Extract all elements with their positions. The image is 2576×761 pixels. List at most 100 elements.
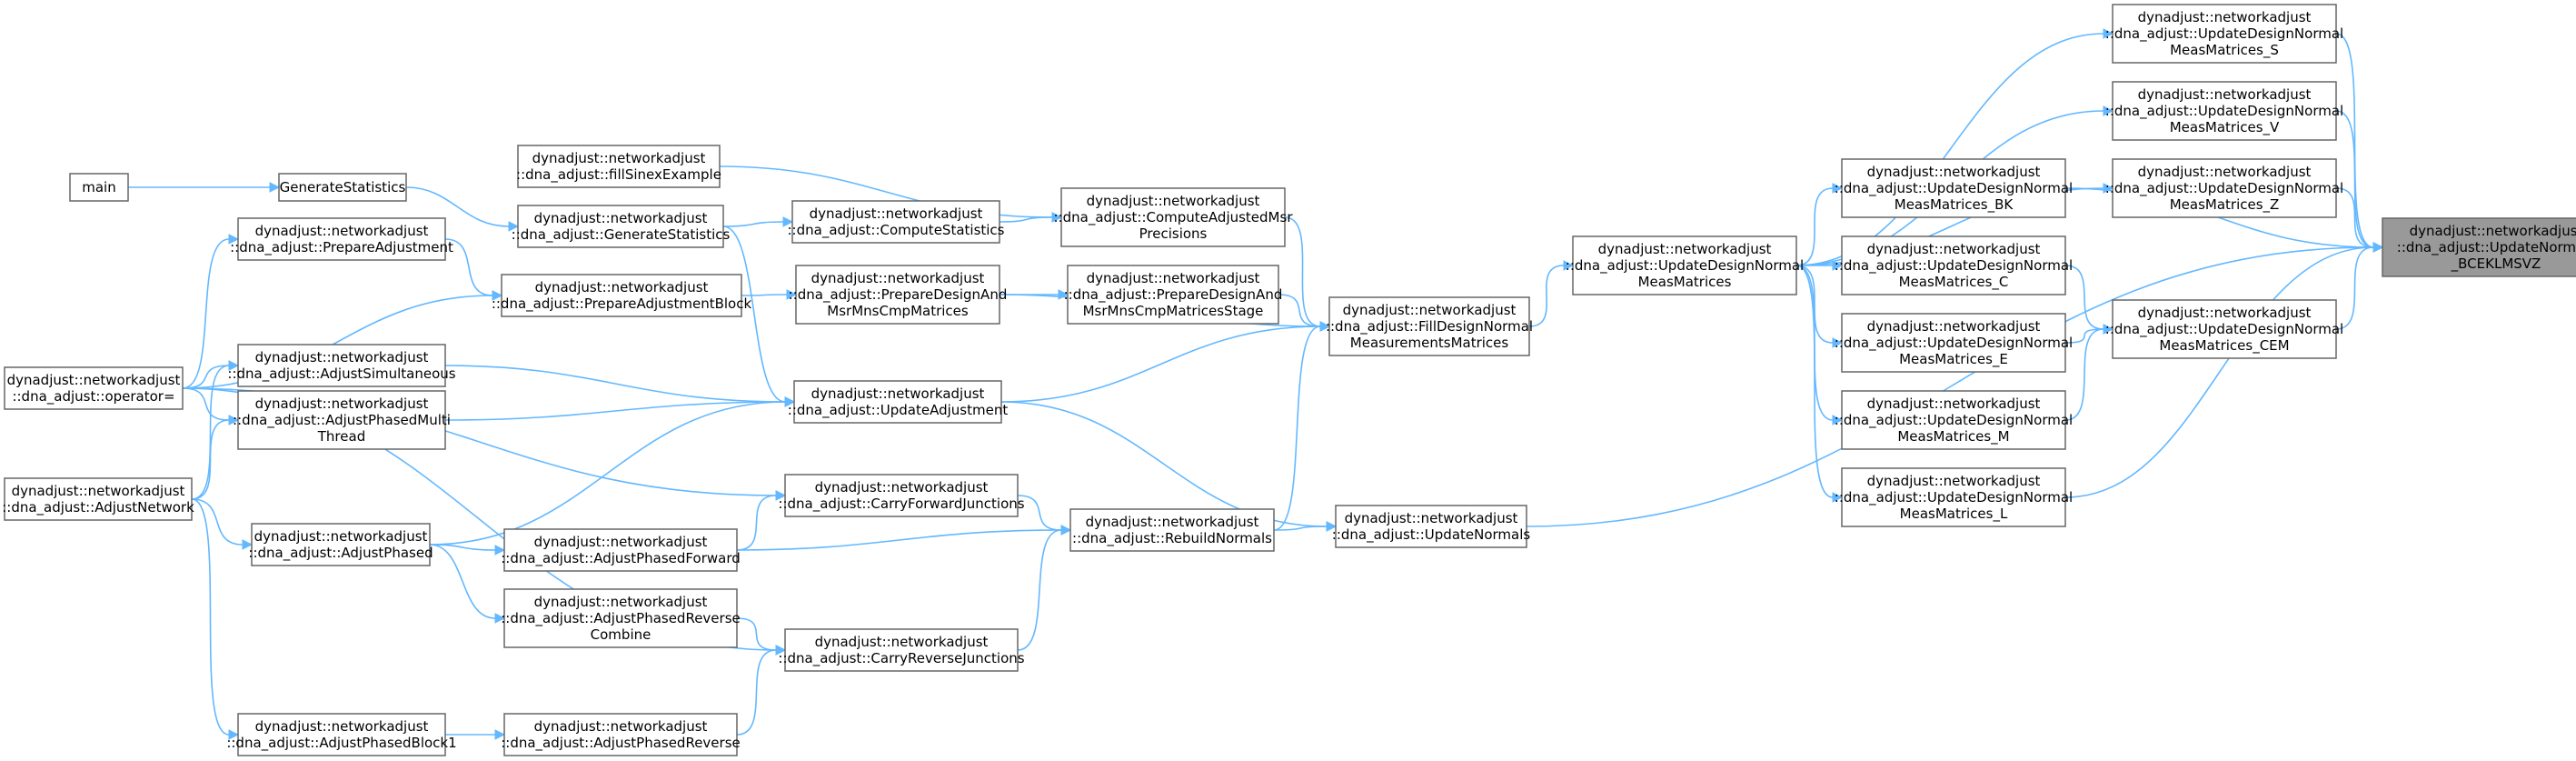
node-label-line: dynadjust::networkadjust	[534, 594, 708, 610]
edge-arrowhead	[2103, 105, 2114, 116]
edge-arrowhead	[1832, 415, 1844, 426]
graph-node-adj-network[interactable]: dynadjust::networkadjust::dna_adjust::Ad…	[2, 477, 194, 521]
graph-node-udn-e[interactable]: dynadjust::networkadjust::dna_adjust::Up…	[1835, 313, 2073, 373]
edge-line	[444, 238, 493, 296]
edge-arrowhead	[242, 539, 254, 550]
node-label-line: ::dna_adjust::AdjustNetwork	[2, 499, 194, 516]
edge-apb1-to-apr	[444, 729, 506, 740]
edge-arrowhead	[2103, 324, 2114, 335]
edge-adj-network-to-adj-sim	[191, 360, 240, 500]
graph-node-cfj[interactable]: dynadjust::networkadjust::dna_adjust::Ca…	[778, 474, 1025, 517]
edge-line	[1278, 294, 1321, 327]
edge-arrowhead	[228, 234, 240, 245]
edge-arrowhead	[1563, 260, 1575, 271]
graph-node-op-eq[interactable]: dynadjust::networkadjust::dna_adjust::op…	[4, 366, 184, 410]
edge-line	[182, 387, 230, 421]
edge-arrowhead	[782, 216, 794, 227]
node-box	[791, 200, 1000, 244]
graph-node-udn-c[interactable]: dynadjust::networkadjust::dna_adjust::Up…	[1835, 235, 2073, 295]
graph-node-fill-sinex[interactable]: dynadjust::networkadjust::dna_adjust::fi…	[516, 145, 721, 188]
node-box	[1069, 508, 1275, 552]
node-box	[2112, 299, 2337, 359]
node-label-line: _BCEKLMSVZ	[2451, 255, 2541, 273]
node-label-line: ::dna_adjust::PrepareAdjustmentBlock	[492, 295, 752, 313]
graph-node-apb1[interactable]: dynadjust::networkadjust::dna_adjust::Ad…	[226, 713, 457, 756]
node-label-line: ::dna_adjust::fillSinexExample	[516, 166, 721, 184]
node-label-line: ::dna_adjust::AdjustPhased	[248, 545, 433, 562]
graph-node-pd-mats[interactable]: dynadjust::networkadjust::dna_adjust::Pr…	[789, 265, 1008, 325]
node-label-line: dynadjust::networkadjust	[254, 528, 428, 545]
node-box	[4, 477, 193, 521]
graph-node-adj-sim[interactable]: dynadjust::networkadjust::dna_adjust::Ad…	[227, 344, 456, 387]
graph-node-rebuild[interactable]: dynadjust::networkadjust::dna_adjust::Re…	[1069, 508, 1275, 552]
node-box	[795, 265, 1000, 325]
node-label-line: ::dna_adjust::AdjustPhasedReverse	[501, 610, 741, 627]
graph-node-apmt[interactable]: dynadjust::networkadjust::dna_adjust::Ad…	[233, 390, 451, 450]
edge-update-adj-to-fill-dn	[1000, 321, 1331, 403]
graph-node-prep-adj[interactable]: dynadjust::networkadjust::dna_adjust::Pr…	[230, 217, 453, 261]
graph-node-udn-main[interactable]: dynadjust::networkadjust::dna_adjust::Up…	[1566, 235, 1804, 295]
node-box	[1841, 467, 2066, 527]
graph-node-udn-v[interactable]: dynadjust::networkadjust::dna_adjust::Up…	[2105, 81, 2343, 141]
node-label-line: dynadjust::networkadjust	[1867, 164, 2041, 180]
node-box	[1572, 235, 1797, 295]
graph-node-adj-phased[interactable]: dynadjust::networkadjust::dna_adjust::Ad…	[248, 523, 433, 566]
edge-gen-stats-ns-to-compute-stats	[722, 216, 794, 227]
node-label-line: dynadjust::networkadjust	[534, 534, 708, 550]
node-label-line: ::dna_adjust::AdjustPhasedReverse	[501, 735, 741, 752]
edge-pd-mats-to-pd-stage	[1000, 289, 1069, 300]
edge-line	[191, 498, 230, 736]
graph-node-gen-stats-ns[interactable]: dynadjust::networkadjust::dna_adjust::Ge…	[512, 205, 731, 248]
node-label-line: MeasurementsMatrices	[1350, 335, 1509, 351]
edge-adj-sim-to-update-adj	[444, 365, 796, 407]
node-label-line: ::dna_adjust::ComputeAdjustedMsr	[1054, 209, 1294, 226]
node-box	[2112, 158, 2337, 218]
edge-udn-main-to-udn-e	[1795, 265, 1844, 348]
graph-node-pd-stage[interactable]: dynadjust::networkadjust::dna_adjust::Pr…	[1064, 265, 1283, 325]
edge-arrowhead	[2103, 183, 2114, 194]
graph-node-compute-stats[interactable]: dynadjust::networkadjust::dna_adjust::Co…	[788, 200, 1005, 244]
graph-node-udn-z[interactable]: dynadjust::networkadjust::dna_adjust::Up…	[2105, 158, 2343, 218]
graph-node-root[interactable]: dynadjust::networkadjust::dna_adjust::Up…	[2382, 217, 2576, 277]
graph-node-fill-dn[interactable]: dynadjust::networkadjust::dna_adjust::Fi…	[1326, 296, 1533, 356]
graph-node-udn-bk[interactable]: dynadjust::networkadjust::dna_adjust::Up…	[1835, 158, 2073, 218]
edge-arrowhead	[786, 289, 798, 300]
edge-line	[2335, 187, 2374, 248]
graph-node-aprc[interactable]: dynadjust::networkadjust::dna_adjust::Ad…	[501, 588, 741, 648]
node-box	[1060, 187, 1286, 247]
graph-node-udn-s[interactable]: dynadjust::networkadjust::dna_adjust::Up…	[2105, 4, 2343, 64]
node-box	[784, 628, 1019, 672]
node-label-line: dynadjust::networkadjust	[1867, 473, 2041, 489]
graph-node-update-normals[interactable]: dynadjust::networkadjust::dna_adjust::Up…	[1332, 505, 1531, 548]
edge-main-to-gen-stats	[128, 182, 281, 193]
edge-arrowhead	[1832, 260, 1844, 271]
graph-node-cam-prec[interactable]: dynadjust::networkadjust::dna_adjust::Co…	[1054, 187, 1294, 247]
graph-node-apr[interactable]: dynadjust::networkadjust::dna_adjust::Ad…	[501, 713, 741, 756]
edge-udn-main-to-udn-c	[1796, 260, 1844, 271]
edge-line	[191, 365, 230, 500]
node-box	[503, 713, 738, 756]
graph-node-udn-cem[interactable]: dynadjust::networkadjust::dna_adjust::Up…	[2105, 299, 2343, 359]
graph-node-main[interactable]: main	[69, 173, 129, 202]
node-box	[793, 380, 1002, 424]
node-box	[251, 523, 431, 566]
node-label-line: dynadjust::networkadjust	[7, 372, 181, 388]
edge-line	[182, 238, 230, 389]
node-box	[517, 205, 724, 248]
graph-node-gen-stats[interactable]: GenerateStatistics	[278, 173, 407, 202]
graph-node-udn-m[interactable]: dynadjust::networkadjust::dna_adjust::Up…	[1835, 390, 2073, 450]
edge-line	[1284, 216, 1321, 327]
graph-node-udn-l[interactable]: dynadjust::networkadjust::dna_adjust::Up…	[1835, 467, 2073, 527]
edge-arrowhead	[1326, 521, 1338, 532]
edge-arrowhead	[508, 221, 520, 232]
graph-node-apf[interactable]: dynadjust::networkadjust::dna_adjust::Ad…	[501, 528, 741, 572]
edge-line	[1795, 265, 1834, 498]
graph-node-prep-adj-block[interactable]: dynadjust::networkadjust::dna_adjust::Pr…	[492, 274, 752, 317]
graph-node-update-adj[interactable]: dynadjust::networkadjust::dna_adjust::Up…	[788, 380, 1009, 424]
graph-node-crj[interactable]: dynadjust::networkadjust::dna_adjust::Ca…	[778, 628, 1025, 672]
node-label-line: ::dna_adjust::ComputeStatistics	[788, 222, 1005, 239]
node-label-line: dynadjust::networkadjust	[2410, 223, 2576, 239]
node-label-line: ::dna_adjust::PrepareDesignAnd	[789, 286, 1008, 304]
node-label-line: ::dna_adjust::RebuildNormals	[1072, 530, 1272, 547]
